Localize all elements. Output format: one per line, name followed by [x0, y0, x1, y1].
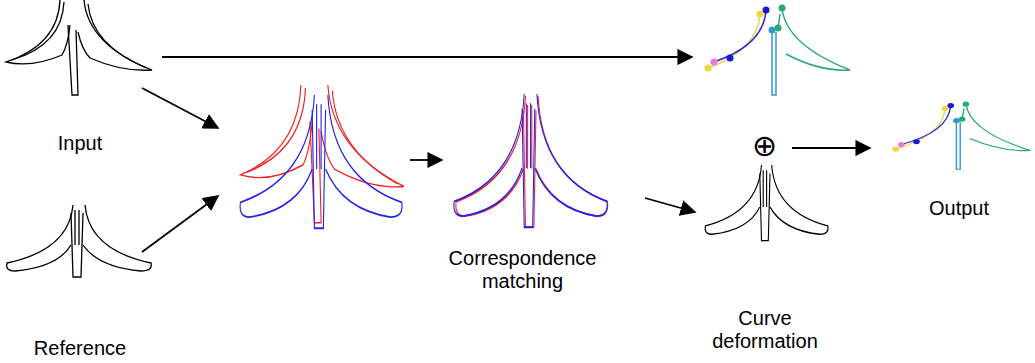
stage-caption: Correspondence matching	[440, 247, 605, 293]
stage-figure: Reference	[0, 200, 160, 360]
stage-figure: Input	[0, 0, 160, 155]
stage-caption: Reference	[32, 337, 128, 360]
stage-caption: Curve deformation	[695, 307, 835, 353]
stage-caption: Input	[56, 132, 104, 155]
flow-arrows	[142, 57, 870, 252]
stage-figure: Output	[885, 92, 1033, 220]
stage-caption: Output	[927, 197, 991, 220]
combine-symbol: ⊕	[752, 130, 777, 162]
flow-arrow	[645, 198, 695, 212]
stage-figure: Curve deformation	[695, 165, 835, 353]
stage-figure: Correspondence matching	[440, 88, 645, 293]
